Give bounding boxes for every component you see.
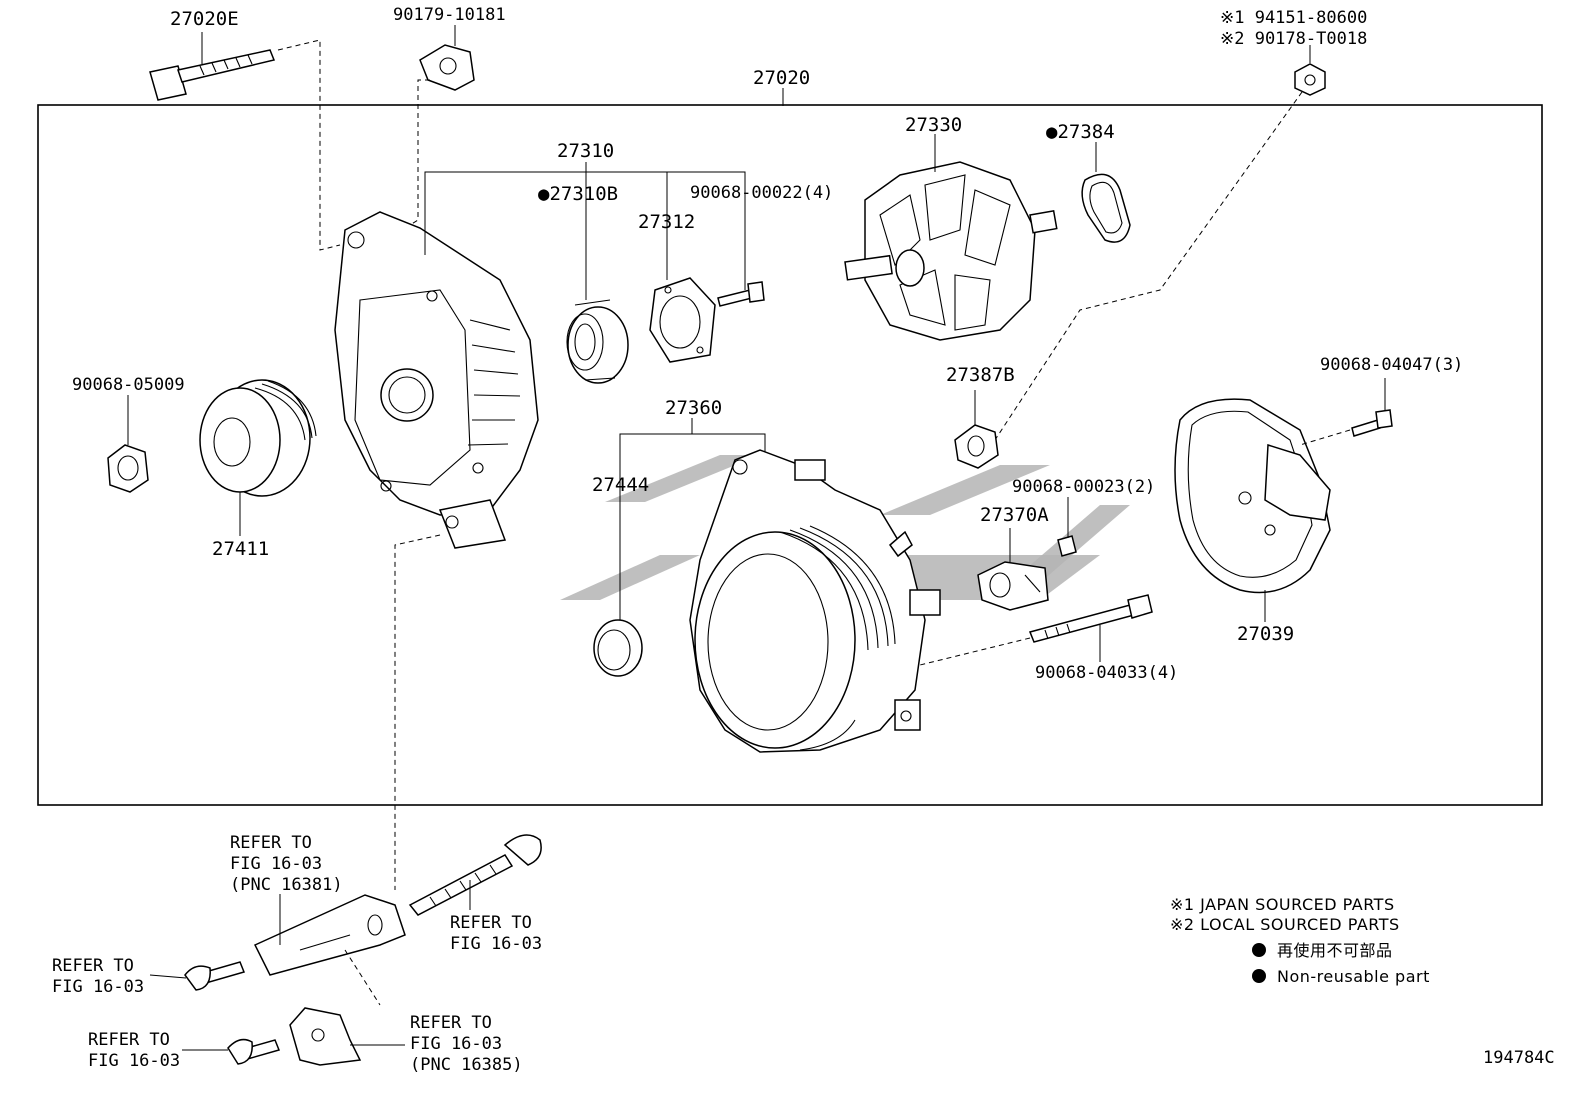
brush-holder-27370A: [977, 561, 1049, 611]
legend: ※1 JAPAN SOURCED PARTS ※2 LOCAL SOURCED …: [1170, 895, 1430, 986]
retainer-27312: [649, 277, 716, 363]
label-27039: 27039: [1237, 623, 1294, 645]
svg-text:FIG 16-03: FIG 16-03: [52, 977, 144, 997]
svg-text:FIG 16-03: FIG 16-03: [230, 854, 322, 874]
label-27020: 27020: [753, 67, 810, 89]
legend-local-sourced: ※2 LOCAL SOURCED PARTS: [1170, 915, 1400, 934]
bracket-bolt-long: [408, 834, 542, 916]
label-27330: 27330: [905, 114, 962, 136]
label-90068-04033: 90068-04033(4): [1035, 663, 1178, 683]
svg-text:REFER TO: REFER TO: [450, 913, 532, 933]
svg-text:REFER TO: REFER TO: [88, 1030, 170, 1050]
nut-90179-10181: [419, 44, 475, 91]
screw-90068-00023: [1057, 535, 1077, 557]
screw-90068-00022: [717, 281, 765, 307]
svg-text:FIG 16-03: FIG 16-03: [450, 934, 542, 954]
bracket-bolt-short-1: [184, 961, 246, 991]
label-90068-00022: 90068-00022(4): [690, 183, 833, 203]
label-27310B: ●27310B: [538, 183, 618, 205]
refer-note-bolt-short-1: REFER TO FIG 16-03: [52, 956, 144, 997]
svg-text:REFER TO: REFER TO: [230, 833, 312, 853]
refer-note-bolt-long: REFER TO FIG 16-03: [450, 913, 542, 954]
label-27310: 27310: [557, 140, 614, 162]
svg-text:FIG 16-03: FIG 16-03: [410, 1034, 502, 1054]
assembly-frame: [37, 104, 1543, 806]
label-27020E: 27020E: [170, 8, 239, 30]
legend-non-reusable-jp: 再使用不可部品: [1277, 941, 1393, 960]
ring-27444: [593, 619, 643, 677]
label-27387B: 27387B: [946, 364, 1015, 386]
refer-note-pnc-16381: REFER TO FIG 16-03 (PNC 16381): [230, 833, 343, 895]
svg-text:REFER TO: REFER TO: [52, 956, 134, 976]
label-27360: 27360: [665, 397, 722, 419]
label-27370A: 27370A: [980, 504, 1049, 526]
svg-text:FIG 16-03: FIG 16-03: [88, 1051, 180, 1071]
figure-code: 194784C: [1483, 1048, 1555, 1068]
svg-text:(PNC 16381): (PNC 16381): [230, 875, 343, 895]
refer-note-bolt-short-2: REFER TO FIG 16-03: [88, 1030, 180, 1071]
label-27312: 27312: [638, 211, 695, 233]
bearing-27310B: [566, 299, 629, 384]
bracket-16385: [289, 1007, 362, 1066]
bracket-bolt-short-2: [227, 1038, 281, 1065]
label-90179-10181: 90179-10181: [393, 5, 506, 25]
label-note1: ※1 94151-80600: [1220, 8, 1367, 28]
label-note2: ※2 90178-T0018: [1220, 29, 1367, 49]
bullet-icon: [1252, 969, 1266, 983]
label-27444: 27444: [592, 474, 649, 496]
bolt-27020E: [149, 49, 276, 101]
rectifier-end-frame-27360: [689, 449, 941, 753]
rear-cover-27039: [1174, 398, 1331, 594]
label-90068-05009: 90068-05009: [72, 375, 185, 395]
bolt-90068-04033: [1028, 594, 1153, 643]
part-27387B: [954, 424, 999, 469]
bullet-icon: [1252, 943, 1266, 957]
svg-text:(PNC 16385): (PNC 16385): [410, 1055, 523, 1075]
label-90068-00023: 90068-00023(2): [1012, 477, 1155, 497]
nut-94151-80600: [1294, 63, 1326, 96]
gasket-27384: [1081, 173, 1131, 243]
legend-japan-sourced: ※1 JAPAN SOURCED PARTS: [1170, 895, 1395, 914]
refer-note-pnc-16385: REFER TO FIG 16-03 (PNC 16385): [410, 1013, 523, 1075]
bracket-16381: [253, 894, 406, 976]
label-27411: 27411: [212, 538, 269, 560]
svg-text:REFER TO: REFER TO: [410, 1013, 492, 1033]
pulley-27411: [199, 379, 317, 497]
rotor-27330: [844, 161, 1058, 341]
drive-end-frame: [334, 211, 539, 549]
nut-90068-05009: [107, 444, 149, 493]
screw-90068-04047: [1351, 409, 1393, 437]
label-27384: ●27384: [1046, 121, 1115, 143]
legend-non-reusable-en: Non-reusable part: [1277, 967, 1430, 986]
label-90068-04047: 90068-04047(3): [1320, 355, 1463, 375]
